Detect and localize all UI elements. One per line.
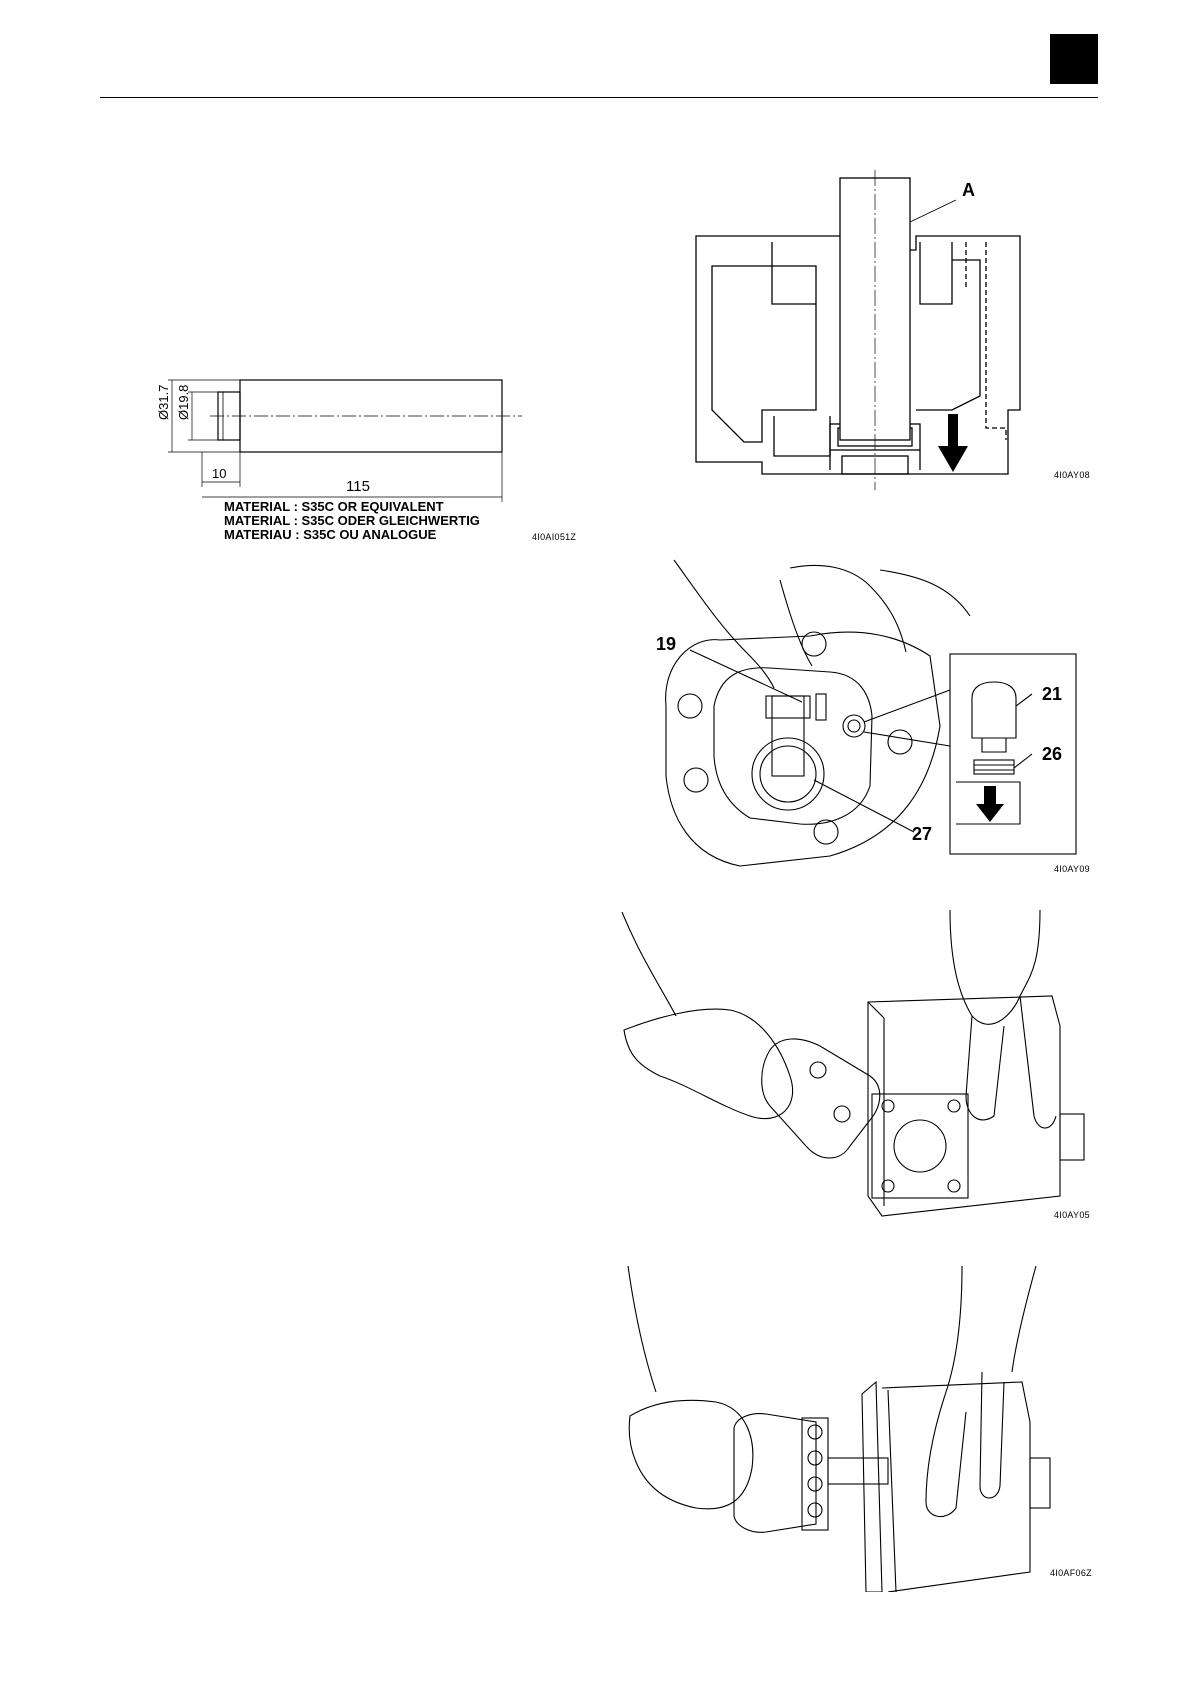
figure-2-callout-27: 27 <box>912 824 932 845</box>
dim-total-length: 115 <box>346 478 370 495</box>
figure-1-cross-section: A <box>690 170 1090 490</box>
dim-inner-diameter: Ø19.8 <box>176 385 191 420</box>
figure-4-code: 4I0AF06Z <box>1050 1568 1092 1578</box>
figure-3-code: 4I0AY05 <box>1054 1210 1090 1220</box>
figure-1-svg <box>690 170 1090 490</box>
figure-2-pin-removal: 19 21 26 27 <box>650 556 1090 886</box>
material-line-fr: MATERIAU : S35C OU ANALOGUE <box>224 528 436 542</box>
figure-2-callout-19: 19 <box>656 634 676 655</box>
figure-3-svg <box>620 906 1090 1226</box>
figure-1-code: 4I0AY08 <box>1054 470 1090 480</box>
page-section-tab <box>1050 34 1098 84</box>
dim-outer-diameter: Ø31.7 <box>156 385 171 420</box>
header-rule <box>100 97 1098 98</box>
figure-2-callout-21: 21 <box>1042 684 1062 705</box>
material-line-en: MATERIAL : S35C OR EQUIVALENT <box>224 500 444 514</box>
figure-1-callout-a: A <box>962 180 975 201</box>
tool-drawing-code: 4I0AI051Z <box>532 532 576 542</box>
dim-short-length: 10 <box>212 466 226 481</box>
figure-2-code: 4I0AY09 <box>1054 864 1090 874</box>
figure-4-svg <box>626 1262 1090 1592</box>
figure-3-plate-removal <box>620 906 1090 1226</box>
figure-2-svg <box>650 556 1090 886</box>
figure-4-cylinder-removal <box>626 1262 1090 1592</box>
figure-2-callout-26: 26 <box>1042 744 1062 765</box>
material-line-de: MATERIAL : S35C ODER GLEICHWERTIG <box>224 514 480 528</box>
